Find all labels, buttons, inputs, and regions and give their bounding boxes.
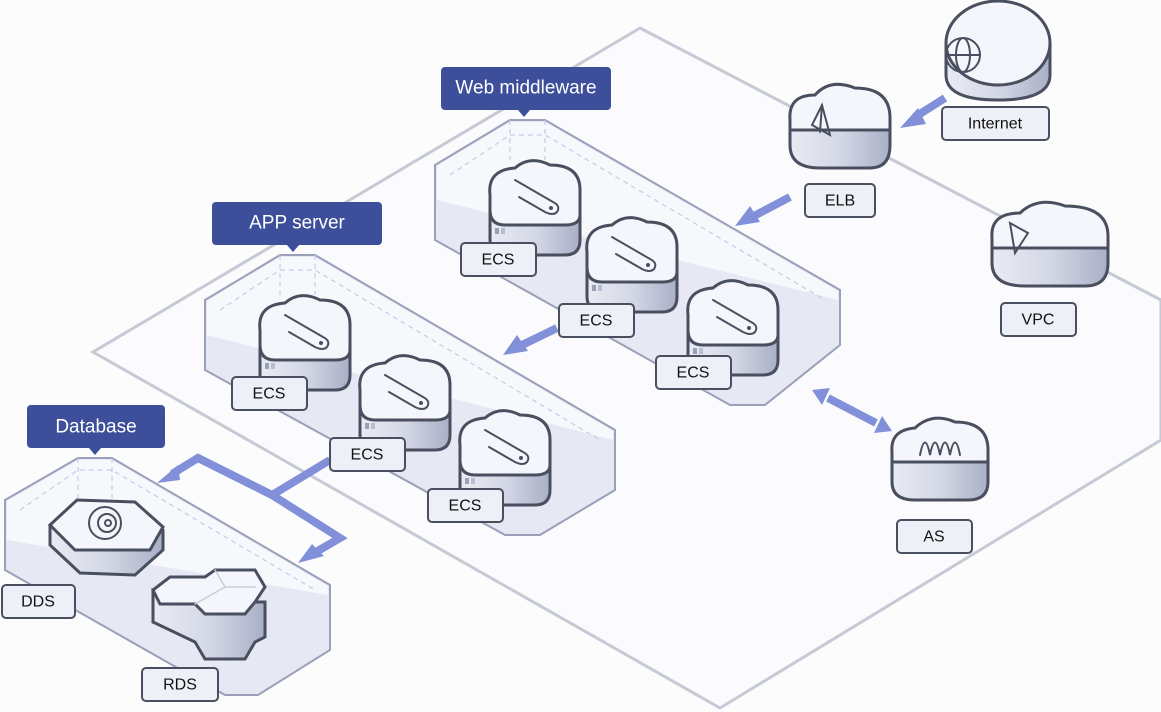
svg-text:AS: AS [923,529,944,546]
svg-text:ECS: ECS [351,447,384,464]
svg-text:ECS: ECS [580,313,613,330]
label-as: AS [896,519,973,554]
dds-node[interactable] [47,498,165,577]
label-app-ecs-1: ECS [231,376,308,411]
wave-icon [919,441,961,456]
label-elb: ELB [804,183,876,218]
hex-cluster-icon [194,569,256,605]
label-web-ecs-1: ECS [460,242,537,277]
svg-text:ECS: ECS [449,498,482,515]
rds-node[interactable] [151,568,267,661]
arrow-internet-to-elb [900,94,948,128]
arrow-elb-to-web [735,193,792,226]
svg-text:ECS: ECS [253,386,286,403]
spiral-icon [88,506,122,540]
arrow-web-to-app [503,324,559,355]
svg-text:VPC: VPC [1022,312,1055,329]
triangle-network-icon [810,102,832,138]
arrow-as-web-bidirectional [812,388,892,433]
as-node[interactable] [890,416,990,502]
internet-node[interactable] [944,0,1052,102]
elb-node[interactable] [788,82,892,170]
app-ecs-1-paperclip-icon[interactable] [258,294,352,392]
svg-text:Web middleware: Web middleware [455,78,596,99]
svg-text:ECS: ECS [482,252,515,269]
svg-text:Internet: Internet [968,116,1023,133]
svg-text:Database: Database [55,417,136,438]
web-ecs-2-paperclip-icon[interactable] [585,216,679,314]
svg-text:RDS: RDS [163,677,197,694]
svg-text:DDS: DDS [21,594,55,611]
label-web-ecs-3: ECS [655,355,732,390]
tag-database: Database [27,405,165,455]
svg-text:ECS: ECS [677,365,710,382]
tag-web-middleware: Web middleware [441,67,611,117]
tag-app-server: APP server [212,202,382,252]
label-web-ecs-2: ECS [558,303,635,338]
vpc-node[interactable] [990,200,1110,288]
label-app-ecs-2: ECS [329,437,406,472]
globe-icon [945,37,981,73]
svg-text:APP server: APP server [249,213,345,234]
triangle-network-icon [1008,221,1030,256]
label-internet: Internet [941,106,1050,141]
app-ecs-2-paperclip-icon[interactable] [358,354,452,452]
label-vpc: VPC [1000,302,1077,337]
svg-text:ELB: ELB [825,193,855,210]
arrow-app-to-database [157,453,348,563]
label-app-ecs-3: ECS [427,488,504,523]
web-ecs-1-paperclip-icon[interactable] [488,159,582,257]
label-dds: DDS [1,584,76,619]
label-rds: RDS [141,667,219,702]
